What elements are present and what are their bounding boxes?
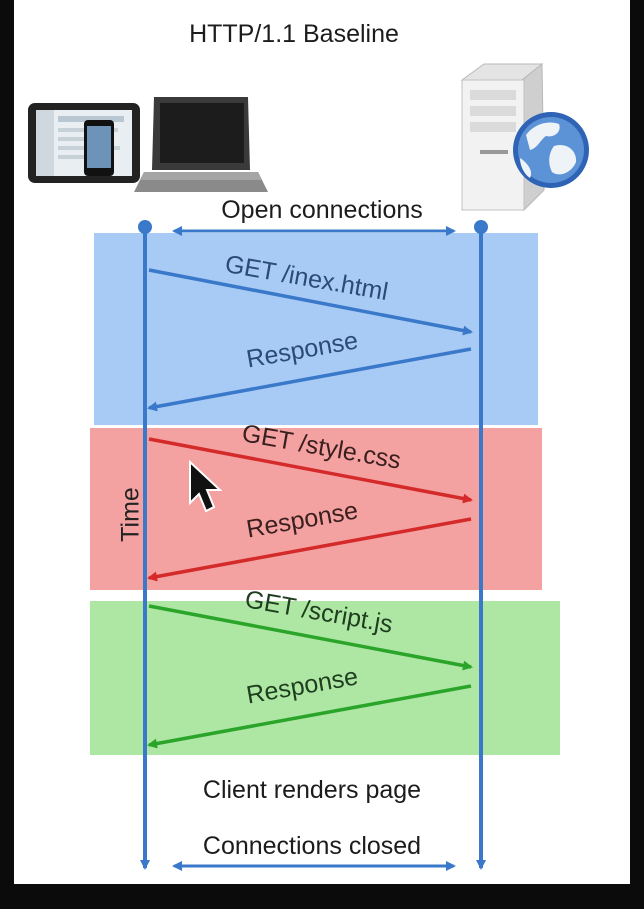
server-timeline-start bbox=[474, 220, 488, 234]
request-arrow-3 bbox=[148, 604, 473, 671]
time-axis-label: Time bbox=[116, 487, 145, 542]
band-blue bbox=[94, 233, 538, 425]
band-red bbox=[90, 428, 542, 590]
response-arrow-3 bbox=[147, 684, 472, 749]
response-arrow-1 bbox=[147, 347, 472, 412]
client-timeline-start bbox=[138, 220, 152, 234]
response-arrow-2 bbox=[147, 517, 472, 582]
tablet-icon bbox=[28, 103, 140, 183]
diagram-canvas: HTTP/1.1 Baseline Open connections Time … bbox=[14, 0, 630, 884]
request-arrow-2 bbox=[148, 437, 473, 504]
open-connections-label: Open connections bbox=[221, 196, 423, 224]
client-renders-label: Client renders page bbox=[202, 776, 422, 804]
connections-closed-label: Connections closed bbox=[202, 832, 422, 860]
sequence-diagram bbox=[28, 62, 589, 871]
laptop-icon bbox=[134, 97, 268, 192]
server-globe-icon bbox=[460, 62, 589, 212]
diagram-title: HTTP/1.1 Baseline bbox=[189, 20, 399, 48]
request-arrow-1 bbox=[148, 268, 473, 336]
